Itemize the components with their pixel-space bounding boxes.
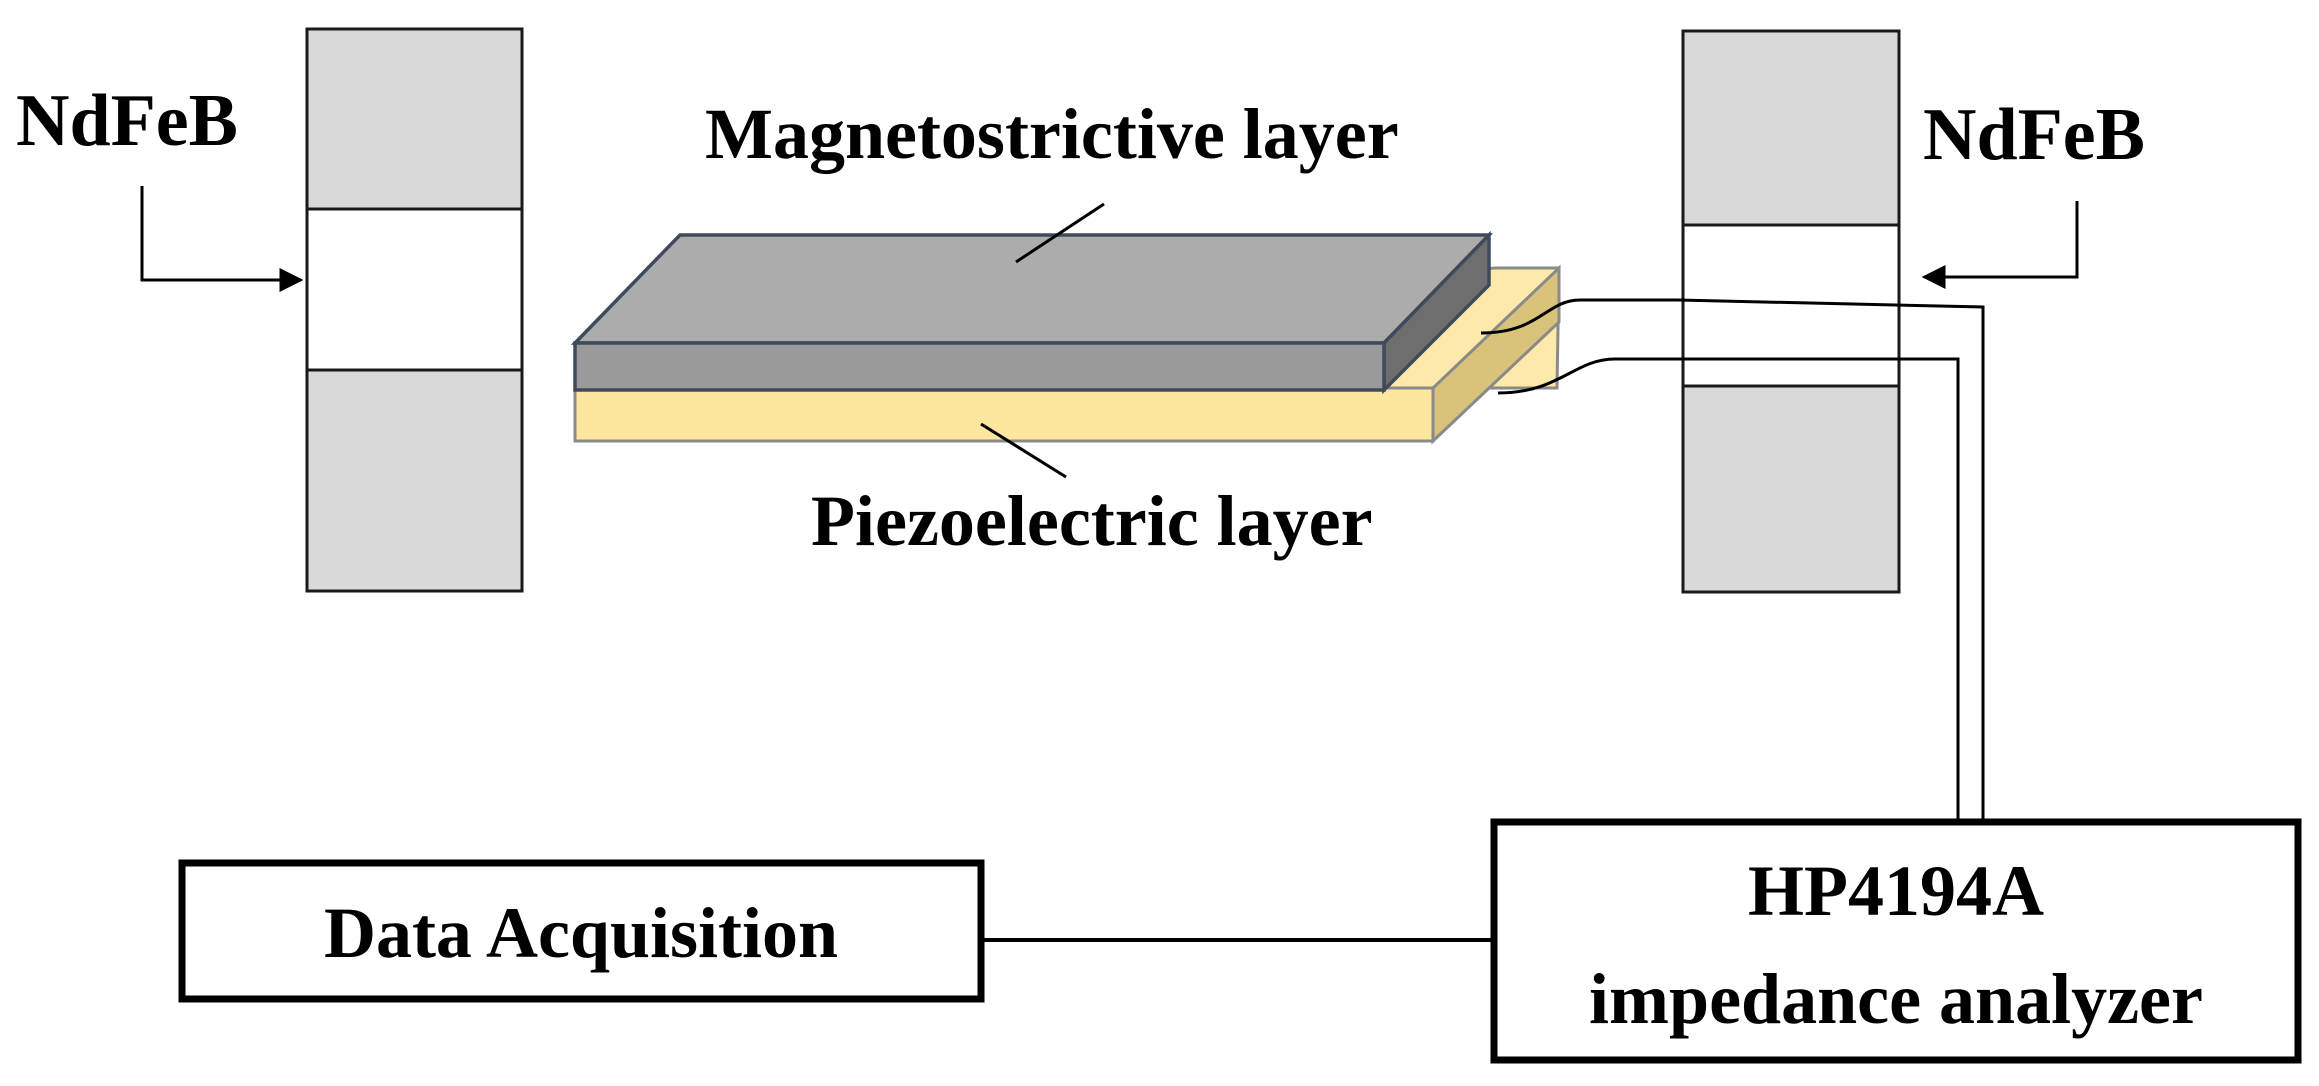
right-magnet-arrow <box>1921 201 2079 289</box>
piezoelectric-leader-line <box>980 422 1067 479</box>
left-magnet-gap <box>305 207 524 372</box>
left-magnet-bottom-block <box>305 368 524 593</box>
magnetostrictive-layer-label: Magnetostrictive layer <box>705 94 1399 174</box>
impedance-analyzer-name-label: impedance analyzer <box>1589 959 2203 1039</box>
piezoelectric-layer-label: Piezoelectric layer <box>811 481 1373 561</box>
impedance-analyzer-frame <box>1490 818 2302 1064</box>
impedance-analyzer-model-label: HP4194A <box>1748 851 2044 931</box>
right-magnet-assembly <box>1681 29 1901 594</box>
left-magnet-top-block <box>305 27 524 211</box>
impedance-analyzer-box: HP4194A impedance analyzer <box>1490 818 2302 1064</box>
right-magnet-label: NdFeB <box>1923 94 2145 176</box>
data-acquisition-box: Data Acquisition <box>178 859 985 1003</box>
lead-wire-upper <box>1480 298 1985 822</box>
right-magnet-top-block <box>1681 29 1901 227</box>
left-magnet-label: NdFeB <box>16 80 238 162</box>
magnetostrictive-layer-front-face <box>573 341 1386 392</box>
left-magnet-assembly <box>305 27 524 593</box>
right-magnet-bottom-block <box>1681 384 1901 594</box>
laminate-sample <box>570 230 1561 445</box>
magnetostrictive-leader-line <box>1015 202 1105 264</box>
data-acquisition-frame <box>178 859 985 1003</box>
piezoelectric-layer-front-face <box>573 386 1435 443</box>
left-magnet-arrow <box>140 186 304 292</box>
lead-wire-lower <box>1497 357 1960 822</box>
data-acquisition-label: Data Acquisition <box>324 893 838 973</box>
